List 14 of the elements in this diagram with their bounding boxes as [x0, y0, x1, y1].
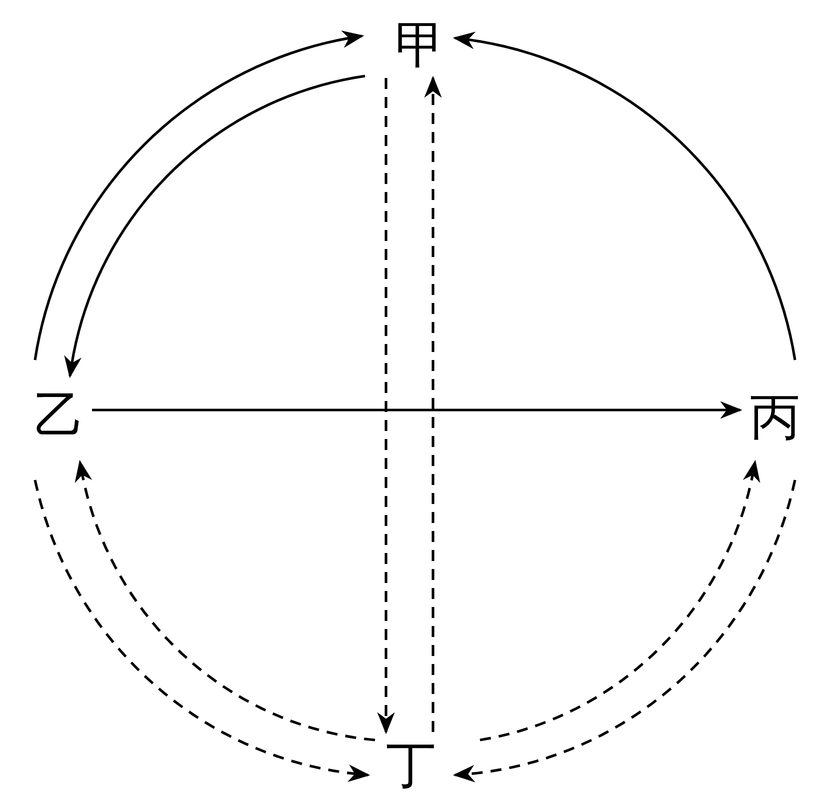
- arrow: [34, 30, 364, 360]
- node-label: 乙: [34, 390, 84, 440]
- dashed-arrow: [452, 480, 796, 782]
- dashed-arrow: [74, 460, 376, 742]
- dashed-arrow: [34, 480, 370, 782]
- node-label: 丁: [386, 740, 436, 790]
- dashed-arrow: [480, 460, 760, 742]
- dashed-arrow: [424, 76, 442, 732]
- arrow: [92, 401, 742, 419]
- arrow: [452, 32, 796, 360]
- node-label: 丙: [750, 392, 800, 442]
- dashed-arrow: [377, 78, 395, 734]
- arrow: [64, 74, 366, 378]
- node-label: 甲: [395, 20, 445, 70]
